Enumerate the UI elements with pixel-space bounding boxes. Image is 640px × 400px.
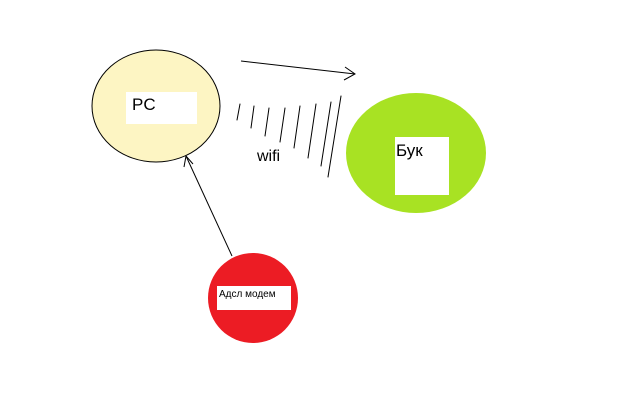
laptop-node	[346, 93, 486, 213]
pc-label: PC	[132, 95, 156, 114]
laptop-label: Бук	[396, 141, 423, 160]
pc-label-box	[126, 92, 197, 124]
modem-label-box	[217, 286, 291, 310]
modem-to-pc-arrow	[183, 154, 233, 257]
modem-node	[208, 253, 298, 343]
modem-label: Адсл модем	[219, 289, 276, 300]
laptop-label-box	[395, 137, 449, 195]
pc-to-laptop-arrow	[240, 60, 356, 81]
wifi-link-label: wifi	[257, 148, 281, 165]
pc-node	[91, 49, 221, 163]
wifi-signal-waves	[236, 95, 342, 178]
